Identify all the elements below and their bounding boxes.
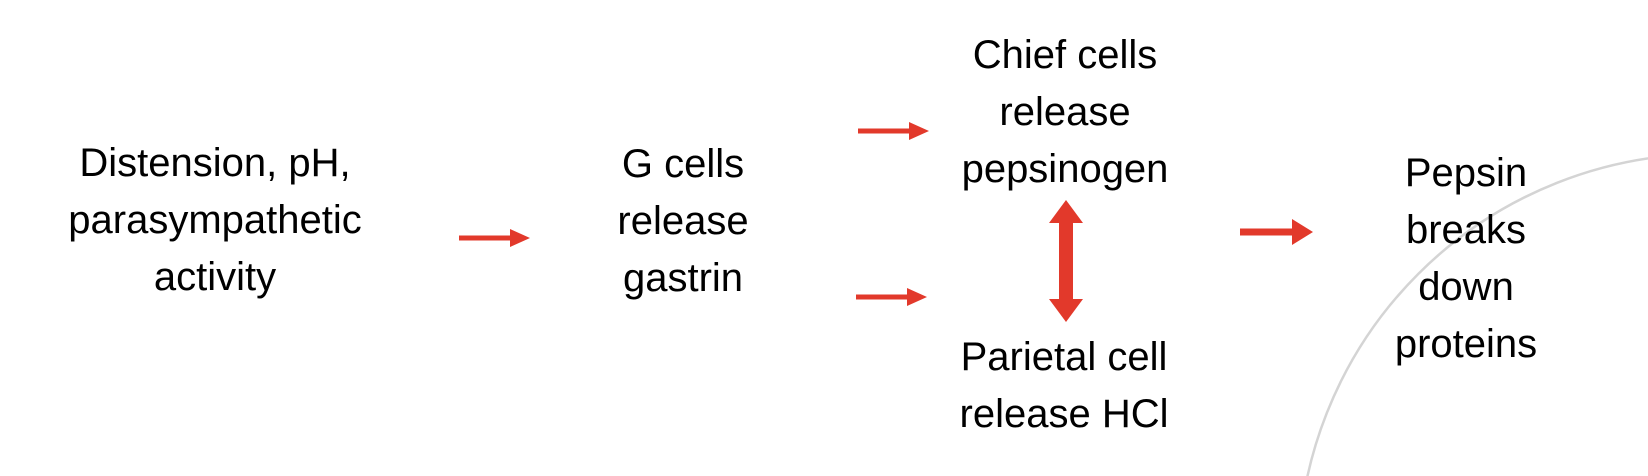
node-stimulus: Distension, pH, parasympathetic activity [68,141,362,299]
arrow-gcells-to-parietal-icon [856,287,928,307]
node-chief-cells: Chief cells release pepsinogen [961,33,1169,191]
arrow-to-pepsin-icon [1240,218,1314,246]
node-g-cells: G cells release gastrin [617,142,749,300]
arrow-gcells-to-chief-icon [858,121,930,141]
arrow-stimulus-to-gcells-icon [459,228,531,248]
node-parietal-cells: Parietal cell release HCl [959,335,1169,436]
double-arrow-chief-parietal-icon [1046,199,1086,323]
node-pepsin: Pepsin breaks down proteins [1394,151,1538,366]
